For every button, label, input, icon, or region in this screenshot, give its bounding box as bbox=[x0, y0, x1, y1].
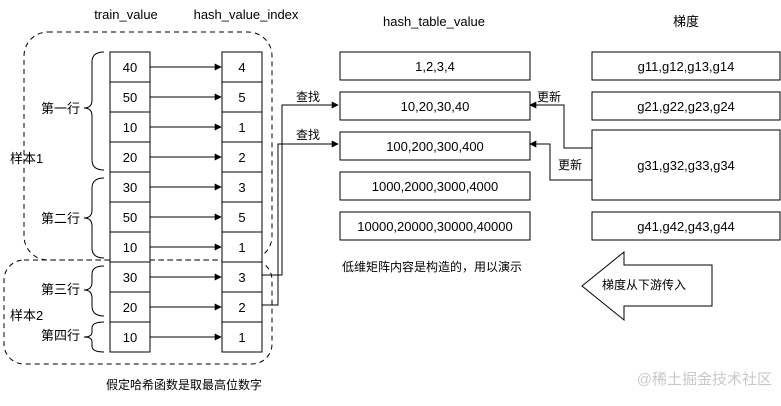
gradient-value-3: g31,g32,g33,g34 bbox=[637, 158, 735, 173]
sample-label-2: 样本2 bbox=[10, 308, 43, 323]
hash-index-cell bbox=[221, 111, 263, 143]
row-label-3: 第三行 bbox=[41, 282, 80, 297]
train-value-cell bbox=[109, 231, 151, 263]
hash-table-box bbox=[339, 91, 531, 121]
hash-table-value: 10,20,30,40 bbox=[401, 99, 470, 114]
hash-table-value: 100,200,300,400 bbox=[386, 139, 484, 154]
hash-table-value: 10000,20000,30000,40000 bbox=[357, 219, 512, 234]
train-value-text: 10 bbox=[123, 120, 137, 135]
header-hash-value-index: hash_value_index bbox=[194, 7, 299, 22]
row-label-4: 第四行 bbox=[41, 328, 80, 343]
sample2-dashed-box bbox=[3, 259, 273, 365]
train-value-text: 20 bbox=[123, 300, 137, 315]
lookup-arrow-1 bbox=[262, 101, 339, 276]
update-arrow-1 bbox=[529, 101, 592, 149]
row-label-2: 第二行 bbox=[41, 211, 80, 226]
update-arrow-2 bbox=[529, 140, 592, 181]
hash-index-text: 4 bbox=[238, 60, 245, 75]
hash-index-cell bbox=[221, 171, 263, 203]
train-value-cell bbox=[109, 141, 151, 173]
hash-index-cell bbox=[221, 231, 263, 263]
train-value-text: 10 bbox=[123, 330, 137, 345]
hash-table: 1,2,3,4 10,20,30,40 100,200,300,400 1000,20… bbox=[339, 51, 531, 241]
lookup-label-1: 查找 bbox=[296, 90, 320, 104]
hash-index-text: 1 bbox=[238, 120, 245, 135]
train-value-cell bbox=[109, 81, 151, 113]
gradient-box-4 bbox=[591, 211, 781, 241]
hash-index-text: 5 bbox=[238, 90, 245, 105]
train-value-text: 30 bbox=[123, 180, 137, 195]
hash-index-text: 1 bbox=[238, 330, 245, 345]
hash-table-box bbox=[339, 171, 531, 201]
train-value-text: 30 bbox=[123, 270, 137, 285]
backprop-arrow bbox=[581, 250, 713, 322]
update-label-1: 更新 bbox=[537, 89, 561, 104]
train-value-cell bbox=[109, 291, 151, 323]
hash-index-text: 3 bbox=[238, 270, 245, 285]
hash-index-text: 1 bbox=[238, 240, 245, 255]
header-gradient: 梯度 bbox=[673, 14, 699, 29]
gradient-value-4: g41,g42,g43,g44 bbox=[637, 219, 735, 234]
gradient-box-1 bbox=[591, 51, 781, 81]
hash-index-cell bbox=[221, 321, 263, 353]
hash-table-box bbox=[339, 51, 531, 81]
brace-row-2 bbox=[83, 177, 105, 259]
note-hash-assumption: 假定哈希函数是取最高位数字 bbox=[106, 377, 262, 392]
header-train-value: train_value bbox=[94, 7, 158, 22]
brace-row-3 bbox=[83, 265, 105, 317]
hash-index-text: 3 bbox=[238, 180, 245, 195]
hash-index-text: 2 bbox=[238, 150, 245, 165]
lookup-label-2: 查找 bbox=[296, 128, 320, 142]
gradient-value-1: g11,g12,g13,g14 bbox=[638, 59, 735, 74]
header-hash-table-value: hash_table_value bbox=[383, 14, 485, 29]
gradient-column: g11,g12,g13,g14 g21,g22,g23,g24 g31,g32,… bbox=[591, 51, 781, 241]
sample-label-1: 样本1 bbox=[10, 151, 43, 166]
train-value-text: 40 bbox=[123, 60, 137, 75]
brace-row-1 bbox=[83, 51, 105, 171]
hash-table-value: 1000,2000,3000,4000 bbox=[372, 179, 499, 194]
hash-index-text: 2 bbox=[238, 300, 245, 315]
train-value-text: 20 bbox=[123, 150, 137, 165]
train-value-text: 50 bbox=[123, 90, 137, 105]
note-constructed: 低维矩阵内容是构造的，用以演示 bbox=[342, 259, 522, 274]
note-backprop: 梯度从下游传入 bbox=[602, 277, 686, 292]
row-label-1: 第一行 bbox=[41, 101, 80, 116]
hash-index-text: 5 bbox=[238, 210, 245, 225]
hash-table-value: 1,2,3,4 bbox=[415, 59, 455, 74]
hash-index-cell bbox=[221, 81, 263, 113]
brace-row-4 bbox=[83, 321, 105, 353]
hash-table-box bbox=[339, 131, 531, 161]
train-value-text: 50 bbox=[123, 210, 137, 225]
gradient-box-3 bbox=[591, 129, 781, 201]
lookup-arrow-2 bbox=[262, 140, 339, 306]
hash-table-box bbox=[339, 211, 531, 241]
hash-index-cell bbox=[221, 201, 263, 233]
watermark: @稀土掘金技术社区 bbox=[637, 371, 772, 388]
train-value-cell bbox=[109, 201, 151, 233]
value-rows: 40 4 50 5 10 1 20 2 30 3 50 5 10 1 30 3 20 2 10 1 bbox=[109, 51, 263, 353]
train-value-text: 10 bbox=[123, 240, 137, 255]
train-value-cell bbox=[109, 171, 151, 203]
sample1-dashed-box bbox=[23, 31, 273, 261]
hash-index-cell bbox=[221, 261, 263, 293]
update-label-2: 更新 bbox=[558, 157, 582, 172]
hash-index-cell bbox=[221, 291, 263, 323]
gradient-box-2 bbox=[591, 91, 781, 121]
gradient-value-2: g21,g22,g23,g24 bbox=[637, 99, 735, 114]
